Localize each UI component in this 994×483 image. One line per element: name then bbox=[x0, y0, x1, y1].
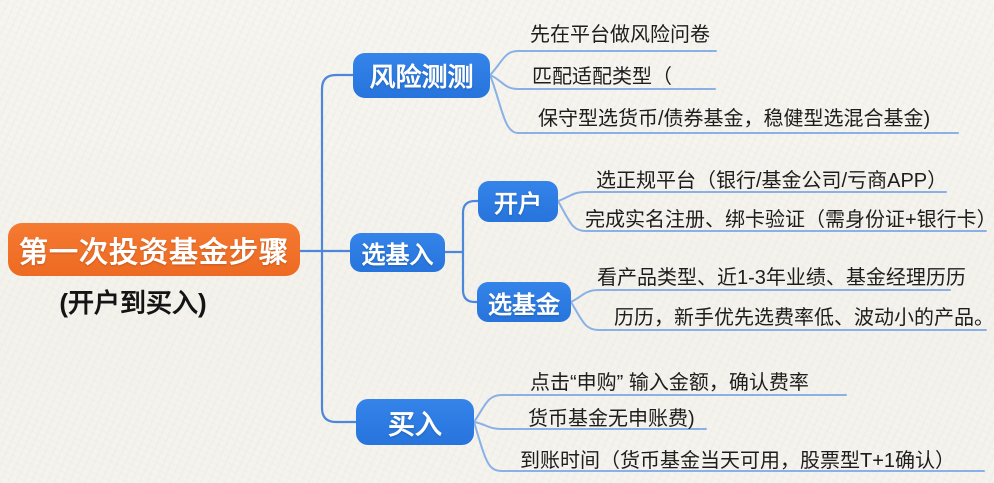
leaf-line-buy-3 bbox=[473, 421, 985, 472]
leaf-risk-questionnaire: 先在平台做风险问卷 bbox=[530, 24, 710, 46]
leaf-conservative-choice: 保守型选货币/债券基金，稳健型选混合基金) bbox=[538, 108, 931, 130]
leaf-line-risk-2 bbox=[489, 74, 716, 90]
leaf-line-pick-2 bbox=[570, 301, 987, 331]
connector-subtrunk-down bbox=[461, 250, 479, 304]
leaf-line-open-2 bbox=[557, 200, 987, 232]
leaf-line-pick-1 bbox=[570, 289, 951, 303]
leaf-click-subscribe: 点击“申购” 输入金额，确认费率 bbox=[530, 372, 809, 394]
leaf-newbie-lowfee: 历历，新手优先选费率低、波动小的产品。 bbox=[614, 307, 994, 329]
leaf-match-type: 匹配适配类型（ bbox=[532, 66, 672, 88]
connector-trunk-up bbox=[320, 73, 355, 253]
branch-open-account: 开户 bbox=[478, 181, 558, 222]
root-subtitle: (开户到买入) bbox=[59, 288, 207, 318]
branch-risk-test: 风险测测 bbox=[353, 53, 490, 98]
root-node: 第一次投资基金步骤 bbox=[8, 223, 300, 276]
leaf-moneyfund-nofee: 货币基金无申账费) bbox=[528, 408, 695, 430]
leaf-line-open-1 bbox=[557, 191, 947, 202]
branch-select-fund: 选基金 bbox=[477, 282, 571, 322]
leaf-real-name-register: 完成实名注册、绑卡验证（需身份证+银行卡） bbox=[585, 209, 994, 231]
connector-trunk-down bbox=[320, 249, 358, 424]
leaf-line-buy-1 bbox=[473, 394, 847, 423]
leaf-product-type: 看产品类型、近1-3年业绩、基金经理历历 bbox=[597, 267, 966, 289]
leaf-line-risk-3 bbox=[489, 74, 959, 134]
leaf-line-buy-2 bbox=[473, 421, 707, 430]
leaf-choose-platform: 选正规平台（银行/基金公司/亏商APP） bbox=[596, 170, 948, 192]
connector-subtrunk-up bbox=[461, 199, 480, 254]
branch-choose-fund: 选基入 bbox=[350, 233, 445, 272]
branch-buy: 买入 bbox=[356, 399, 474, 445]
leaf-arrival-time: 到账时间（货币基金当天可用，股票型T+1确认） bbox=[520, 450, 956, 472]
leaf-line-risk-1 bbox=[489, 50, 717, 76]
